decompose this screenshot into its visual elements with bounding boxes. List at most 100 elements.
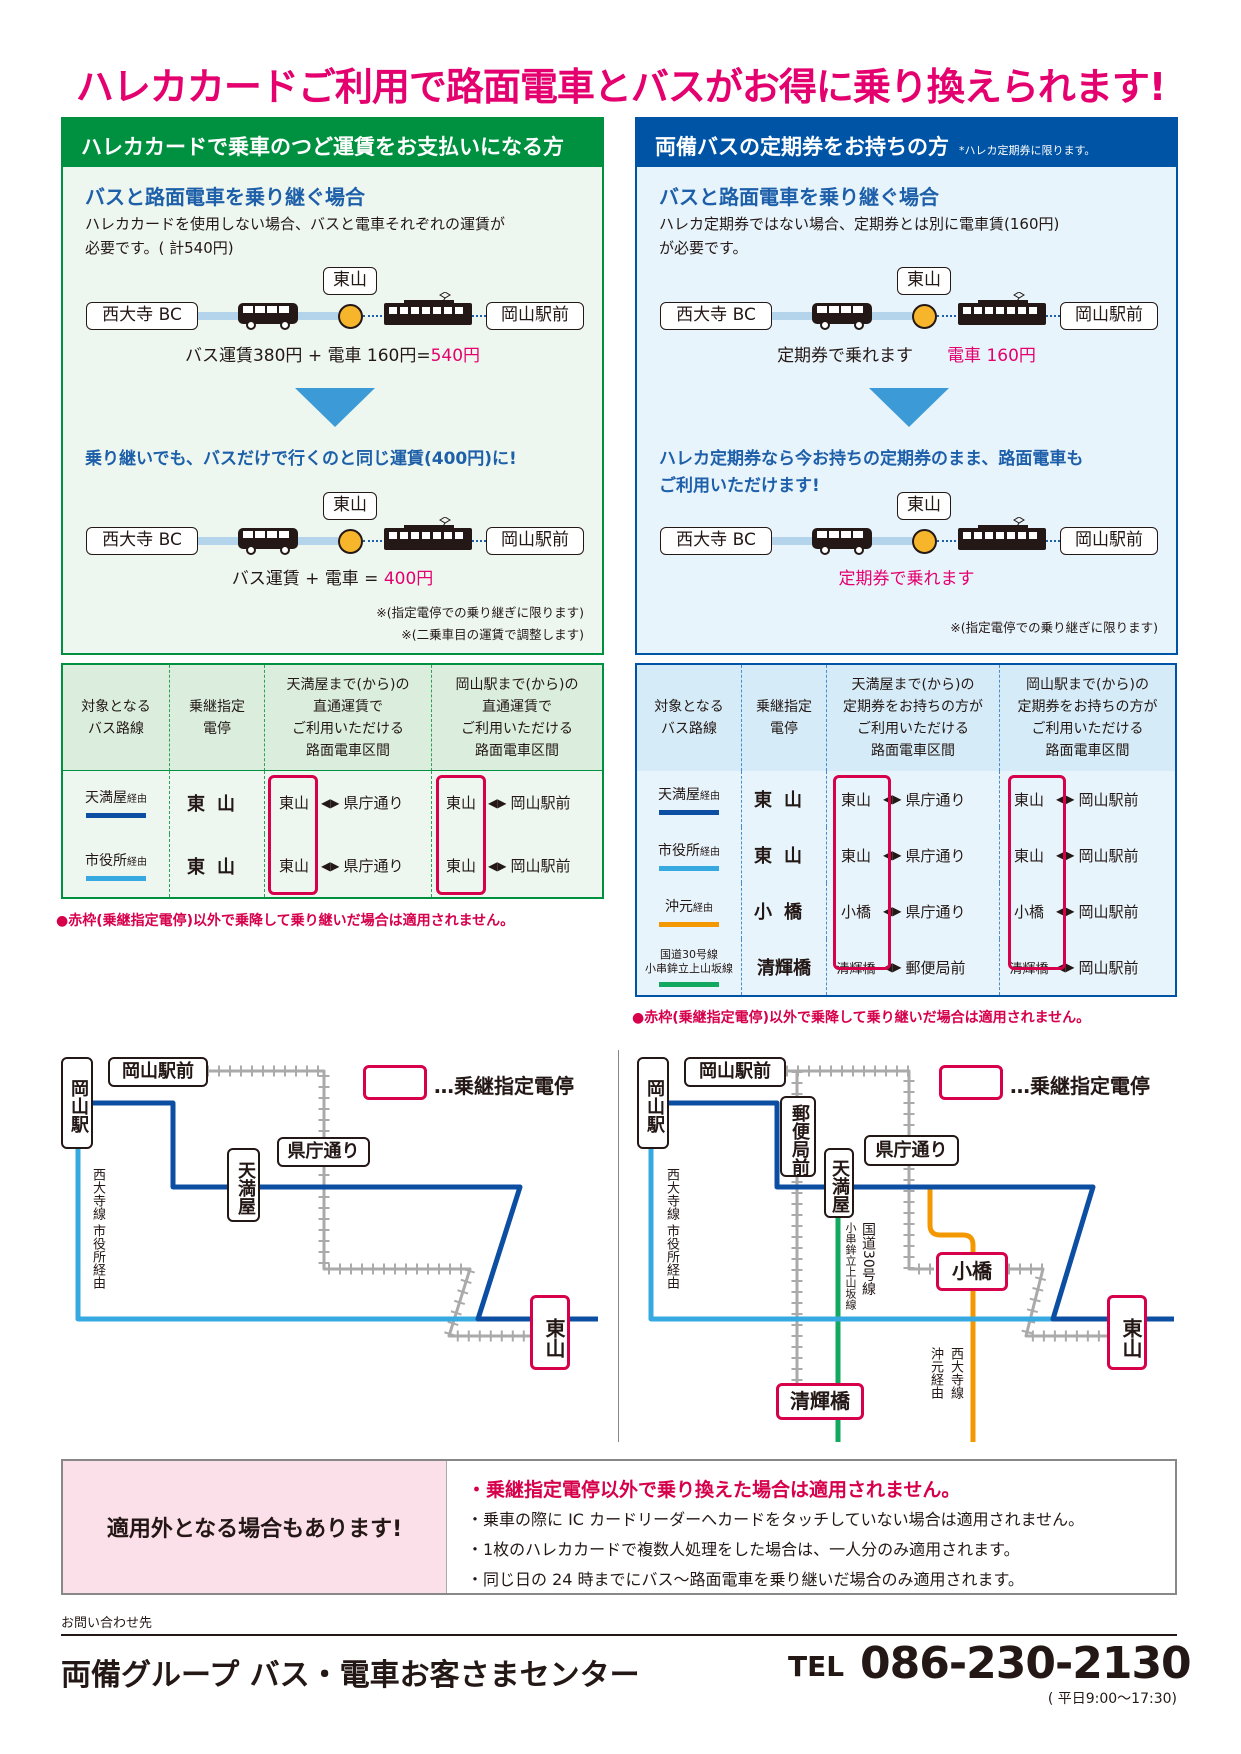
section-cell: 東山◀▶県庁通り <box>265 834 432 897</box>
section-to: 岡山駅前 <box>510 857 571 875</box>
column-header: 対象となる バス路線 <box>637 665 742 771</box>
tram-line <box>786 1069 1107 1386</box>
tram-icon <box>384 517 472 550</box>
origin-stop: 西大寺 BC <box>660 527 772 555</box>
route-diagram: 東山 西大寺 BC 岡山駅前 <box>63 267 606 337</box>
section-from: 東山 <box>445 794 476 812</box>
transfer-stop-cell: 東山 <box>170 771 265 834</box>
section-from: 東山 <box>1013 790 1044 809</box>
map-stop-higashiyama: 東山 <box>530 1295 570 1370</box>
exceptions-list: ・乗継指定電停以外で乗り換えた場合は適用されません。 ・乗車の際に IC カード… <box>447 1461 1084 1593</box>
body-line: ハレカ定期券ではない場合、定期券とは別に電車賃(160円) <box>659 215 1060 233</box>
transfer-stop-frame <box>833 775 891 970</box>
highlight-text: 乗り継いでも、バスだけで行くのと同じ運賃(400円)に! <box>85 446 517 473</box>
origin-stop: 西大寺 BC <box>86 302 198 330</box>
column-header: 対象となる バス路線 <box>63 665 170 771</box>
page-title: ハレカカードご利用で路面電車とバスがお得に乗り換えられます! <box>75 65 1166 109</box>
route-color-bar <box>659 921 719 927</box>
tel-label: TEL <box>788 1650 845 1683</box>
map-stop-seikibashi: 清輝橋 <box>776 1383 864 1420</box>
section-to: 岡山駅前 <box>510 794 571 812</box>
body-line: ハレカカードを使用しない場合、バスと電車それぞれの運賃が <box>85 215 506 233</box>
map-route-label: 西大寺線 市役所経由 <box>664 1168 679 1290</box>
exception-item: ・同じ日の 24 時までにバス～路面電車を乗り継いだ場合のみ適用されます。 <box>467 1570 1024 1589</box>
route-name: 市役所 <box>658 842 700 859</box>
exception-item: ・乗継指定電停以外で乗り換えた場合は適用されません。 <box>467 1479 961 1501</box>
route-cell: 国道30号線 小串鉾立上山坂線 <box>637 939 742 995</box>
section-to: 県庁通り <box>343 857 404 875</box>
exceptions-label: 適用外となる場合もあります! <box>63 1461 447 1593</box>
map-stop-okayama-station: 岡山駅 <box>637 1057 669 1149</box>
exception-item: ・1枚のハレカカードで複数人処理をした場合は、一人分のみ適用されます。 <box>467 1540 1020 1559</box>
section-to: 岡山駅前 <box>1078 958 1139 977</box>
highlight-text: ハレカ定期券なら今お持ちの定期券のまま、路面電車もご利用いただけます! <box>659 446 1083 500</box>
exceptions-box: 適用外となる場合もあります! ・乗継指定電停以外で乗り換えた場合は適用されません… <box>61 1459 1177 1595</box>
route-color-bar <box>86 876 146 881</box>
caption-total: 400円 <box>383 569 434 589</box>
column-header: 天満屋まで(から)の 定期券をお持ちの方が ご利用いただける 路面電車区間 <box>827 665 1000 771</box>
exception-item: ・乗車の際に IC カードリーダーへカードをタッチしていない場合は適用されません… <box>467 1510 1085 1529</box>
transfer-stop: 東山 <box>897 492 951 520</box>
transfer-stop-frame <box>268 775 318 895</box>
notes: ※(指定電停での乗り継ぎに限ります)※(二乗車目の運賃で調整します) <box>376 602 584 646</box>
phone-number[interactable]: 086-230-2130 <box>860 1638 1192 1689</box>
section-to: 県庁通り <box>905 790 966 809</box>
section-to: 郵便局前 <box>905 958 966 977</box>
route-color-bar <box>659 865 719 871</box>
route-cell: 市役所経由 <box>63 834 170 897</box>
section-to: 県庁通り <box>905 902 966 921</box>
route-name: 沖元 <box>665 898 693 915</box>
section-cell: 東山◀▶岡山駅前 <box>432 771 602 834</box>
header-note: *ハレカ定期券に限ります。 <box>959 144 1096 157</box>
destination-stop: 岡山駅前 <box>486 527 584 555</box>
section-from: 東山 <box>445 857 476 875</box>
bidirectional-arrow-icon: ◀▶ <box>321 795 340 810</box>
column-header: 天満屋まで(から)の 直通運賃で ご利用いただける 路面電車区間 <box>265 665 432 771</box>
route-line-shiyakusho <box>648 1149 1174 1322</box>
section-from: 東山 <box>278 794 309 812</box>
tram-icon <box>958 517 1046 550</box>
destination-stop: 岡山駅前 <box>486 302 584 330</box>
section-cell: 東山◀▶県庁通り <box>265 771 432 834</box>
route-line-okimoto <box>927 1187 976 1442</box>
bus-icon <box>238 528 298 555</box>
origin-stop: 西大寺 BC <box>86 527 198 555</box>
panel-subheading: バスと路面電車を乗り継ぐ場合 <box>659 185 939 209</box>
route-name: 天満屋 <box>658 786 700 803</box>
map-route-label: 小串鉾立上山坂線 <box>844 1222 857 1310</box>
panel-subheading: バスと路面電車を乗り継ぐ場合 <box>85 185 365 209</box>
bus-icon <box>812 303 872 330</box>
warning-note: ●赤枠(乗継指定電停)以外で乗降して乗り継いだ場合は適用されません。 <box>632 1010 1091 1026</box>
section-cell: 東山◀▶岡山駅前 <box>1000 771 1175 827</box>
fare-caption: バス運賃380円 + 電車 160円=540円 <box>63 341 602 366</box>
legend-label: …乗継指定電停 <box>434 1074 574 1098</box>
bus-icon <box>812 528 872 555</box>
bus-icon <box>238 303 298 330</box>
bidirectional-arrow-icon: ◀▶ <box>883 848 902 862</box>
transfer-point-marker <box>338 304 363 329</box>
caption-total: 540円 <box>430 346 481 366</box>
route-diagram: 東山 西大寺 BC 岡山駅前 <box>63 492 606 562</box>
legend-frame-swatch <box>363 1065 427 1100</box>
highlight-line: ご利用いただけます! <box>659 476 820 496</box>
right-panel-commuter-pass: 両備バスの定期券をお持ちの方*ハレカ定期券に限ります。 バスと路面電車を乗り継ぐ… <box>635 117 1178 655</box>
transfer-stop-cell: 東山 <box>742 827 827 883</box>
route-cell: 市役所経由 <box>637 827 742 883</box>
column-header: 乗継指定 電停 <box>170 665 265 771</box>
section-from: 小橋 <box>840 902 871 921</box>
left-panel-harecard-fare: ハレカカードで乗車のつど運賃をお支払いになる方 バスと路面電車を乗り継ぐ場合 ハ… <box>61 117 604 655</box>
notes: ※(指定電停での乗り継ぎに限ります) <box>950 617 1158 639</box>
business-hours: ( 平日9:00～17:30) <box>1047 1691 1177 1707</box>
route-color-bar <box>86 813 146 818</box>
note-line: ※(指定電停での乗り継ぎに限ります) <box>376 605 584 620</box>
route-suffix: 経由 <box>693 902 713 914</box>
section-cell: 小橋◀▶県庁通り <box>827 883 1000 939</box>
route-line-tenmaya <box>667 1100 1174 1322</box>
bidirectional-arrow-icon: ◀▶ <box>883 960 902 974</box>
route-suffix: 経由 <box>700 790 720 802</box>
column-header: 岡山駅まで(から)の 直通運賃で ご利用いただける 路面電車区間 <box>432 665 602 771</box>
section-from: 東山 <box>840 790 871 809</box>
section-to: 岡山駅前 <box>1078 902 1139 921</box>
caption-text: バス運賃380円 + 電車 160円= <box>184 346 431 366</box>
route-diagram: 東山 西大寺 BC 岡山駅前 <box>637 492 1180 562</box>
